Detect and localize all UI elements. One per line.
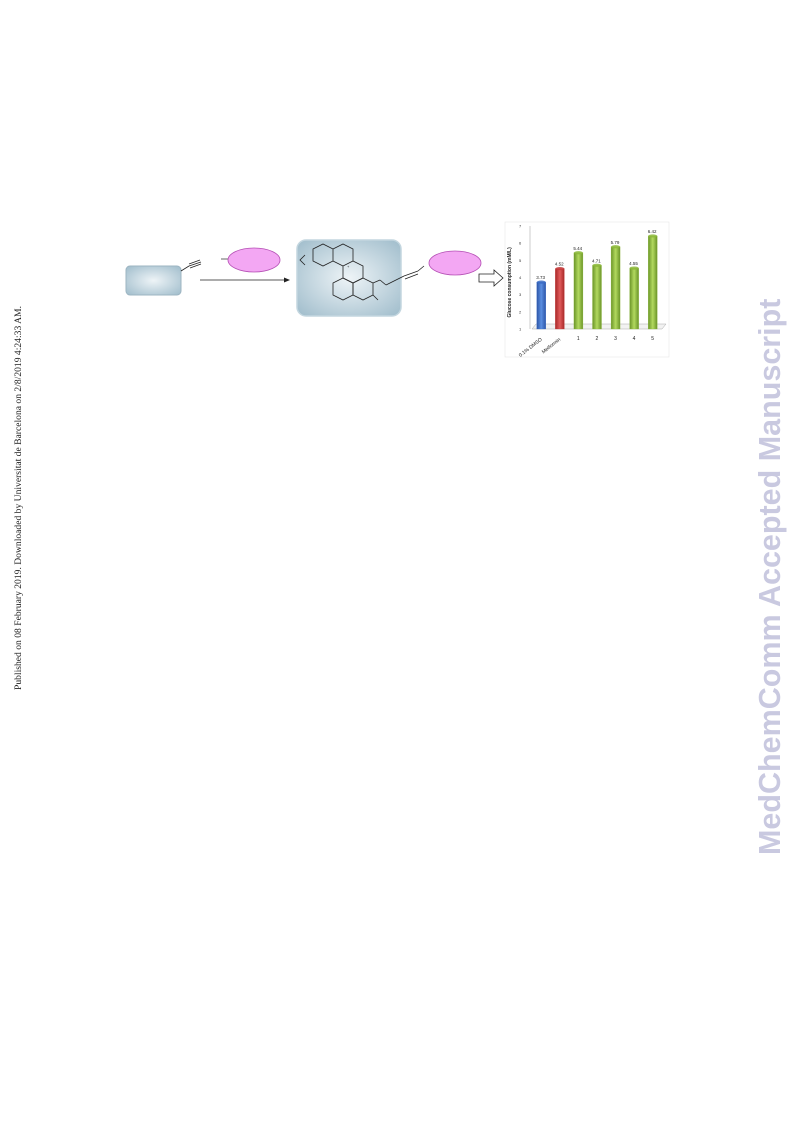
activity-label-ellipse: [428, 250, 482, 276]
category-label: 3: [614, 336, 617, 342]
data-label: 3.73: [536, 275, 545, 280]
bar-top: [573, 251, 583, 255]
y-tick-label: 4: [519, 275, 522, 280]
category-label: 4: [633, 336, 636, 342]
reagent-label-ellipse: [227, 247, 281, 273]
y-tick-label: 3: [519, 292, 522, 297]
bar: [648, 235, 658, 330]
bar-top: [536, 280, 546, 284]
starting-material-box: [125, 265, 182, 296]
bar: [555, 268, 565, 330]
category-label: 1: [577, 336, 580, 342]
bar-top: [611, 245, 621, 249]
bar-top: [555, 266, 565, 271]
plus-sign: +: [347, 264, 350, 269]
data-label: 4.71: [592, 258, 601, 263]
molecular-structure: [299, 243, 425, 301]
chart-frame: [504, 221, 670, 358]
data-label: 4.55: [629, 261, 638, 266]
data-label: 4.52: [555, 262, 564, 267]
y-tick-label: 6: [519, 241, 522, 246]
data-label: 6.42: [648, 229, 657, 234]
data-label: 5.44: [573, 246, 582, 251]
bar: [629, 267, 639, 330]
category-label: 5: [651, 336, 654, 342]
alkyne-bond: [180, 259, 202, 272]
bar-top: [592, 263, 602, 267]
y-tick-label: 1: [519, 327, 522, 332]
bar: [610, 246, 621, 330]
y-tick-label: 7: [519, 224, 522, 229]
category-label: 2: [596, 336, 599, 342]
bar-top: [648, 234, 658, 238]
bar: [573, 252, 584, 330]
block-arrow: [478, 269, 504, 287]
reaction-arrow: [200, 277, 290, 283]
bar: [592, 265, 602, 330]
y-axis-label: Glucose consumption (mM/L): [507, 247, 513, 318]
data-label: 5.79: [611, 240, 620, 245]
bar: [536, 281, 546, 330]
y-tick-label: 5: [519, 258, 522, 263]
bar-top: [629, 266, 639, 270]
y-tick-label: 2: [519, 309, 522, 314]
